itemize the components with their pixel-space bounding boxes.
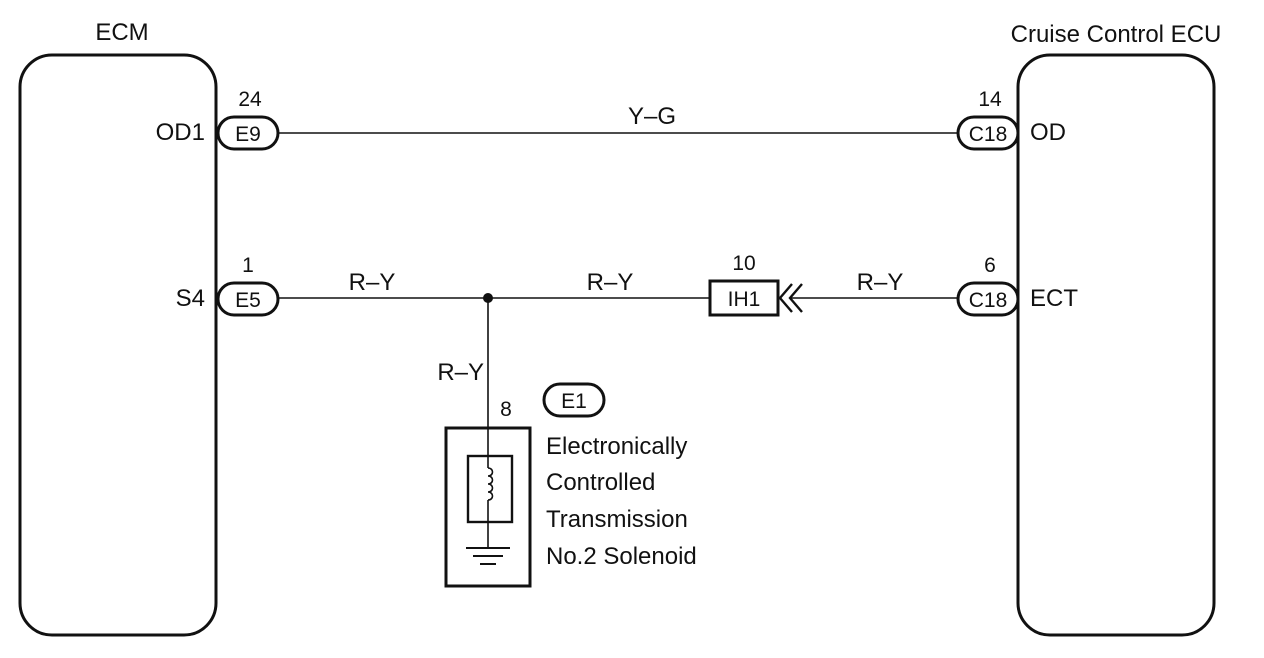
cruise-ecu-box <box>1016 53 1216 637</box>
c18-connector-od-label: C18 <box>969 123 1008 146</box>
c18-connector-ect <box>956 281 1020 317</box>
cruise-control-ecu-unit: Cruise Control ECU <box>1011 21 1222 637</box>
coil-box <box>466 454 514 524</box>
solenoid-desc-line-3: Transmission <box>546 506 688 533</box>
s4-pin-number: 1 <box>242 254 254 277</box>
s4-wire-left-color: R–Y <box>349 269 396 296</box>
ecm-unit: ECM <box>18 19 218 637</box>
s4-wire-right-color: R–Y <box>857 269 904 296</box>
od1-pin-number: 24 <box>238 88 262 111</box>
solenoid-pin-number: 8 <box>500 398 512 421</box>
ih1-connector-label: IH1 <box>728 288 761 311</box>
ecm-title: ECM <box>95 19 148 46</box>
e9-connector-label: E9 <box>235 123 261 146</box>
od-circuit: OD1 24 E9 Y–G 14 C18 OD <box>156 88 1066 151</box>
coil-icon <box>487 467 494 501</box>
cruise-ecu-title: Cruise Control ECU <box>1011 21 1222 48</box>
s4-label: S4 <box>176 285 205 312</box>
solenoid-desc-line-1: Electronically <box>546 433 687 460</box>
s4-circuit: S4 1 E5 R–Y R–Y 10 IH1 R–Y 6 C18 ECT <box>176 252 1078 317</box>
ect-pin-number: 6 <box>984 254 996 277</box>
ground-icon <box>466 547 510 565</box>
ih1-pin-number: 10 <box>732 252 755 275</box>
s4-wire-mid-color: R–Y <box>587 269 634 296</box>
ect-label: ECT <box>1030 285 1078 312</box>
solenoid-desc-line-2: Controlled <box>546 469 655 496</box>
solenoid-branch: R–Y 8 E1 Electronically Controlled Trans… <box>437 298 697 588</box>
od-label: OD <box>1030 119 1066 146</box>
e5-connector <box>216 281 280 317</box>
e1-connector <box>542 382 606 418</box>
c18-connector-ect-label: C18 <box>969 289 1008 312</box>
od-pin-number: 14 <box>978 88 1002 111</box>
od1-label: OD1 <box>156 119 205 146</box>
ih1-connector <box>708 279 780 317</box>
c18-connector-od <box>956 115 1020 151</box>
ecm-box <box>18 53 218 637</box>
e1-connector-label: E1 <box>561 390 587 413</box>
solenoid-desc-line-4: No.2 Solenoid <box>546 543 697 570</box>
e5-connector-label: E5 <box>235 289 261 312</box>
od-wire-color: Y–G <box>628 103 676 130</box>
branch-wire-color: R–Y <box>437 359 484 386</box>
solenoid-description: Electronically Controlled Transmission N… <box>546 433 697 570</box>
